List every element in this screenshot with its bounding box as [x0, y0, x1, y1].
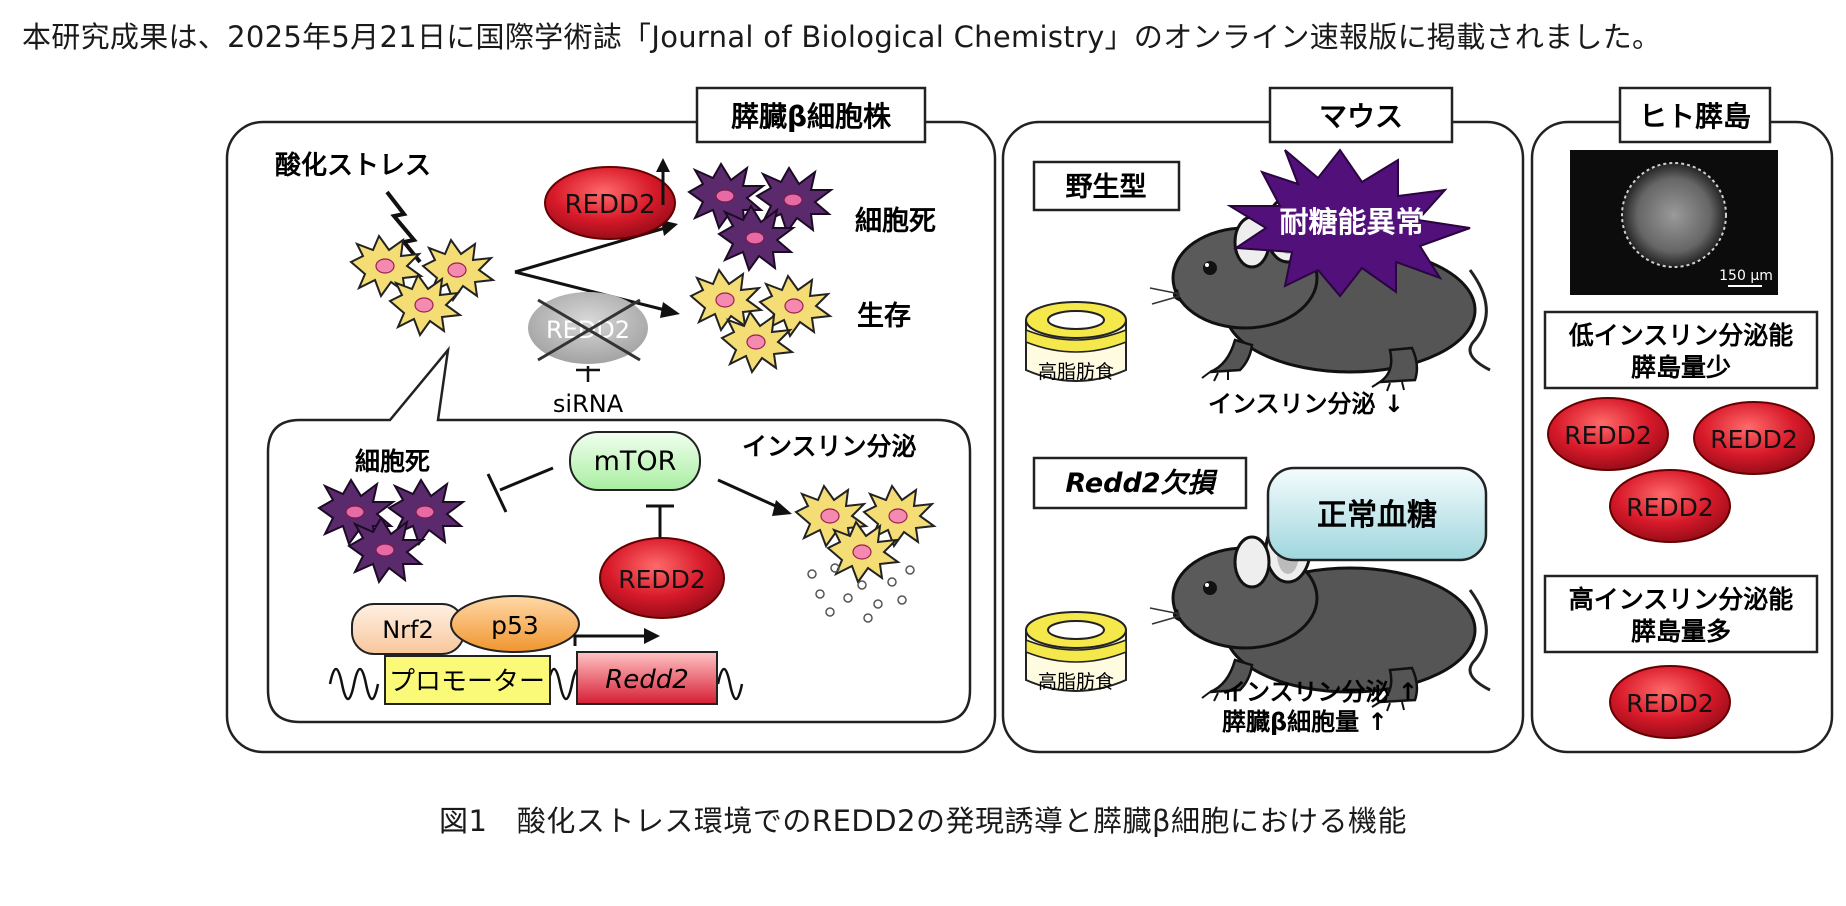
svg-text:REDD2: REDD2: [1626, 689, 1714, 718]
promoter-box: プロモーター: [384, 655, 551, 705]
svg-text:REDD2: REDD2: [564, 190, 655, 220]
low-secretion-line2: 膵島量少: [1631, 353, 1731, 382]
svg-text:プロモーター: プロモーター: [389, 667, 545, 697]
insulin-down-label: インスリン分泌 ↓: [1208, 390, 1404, 418]
lightning-icon: [385, 190, 422, 264]
panel-mouse: マウス 野生型 耐糖能異常 高脂肪食 インスリン分泌 ↓ Redd2欠損 正常血…: [1001, 86, 1525, 754]
high-secretion-line1: 高インスリン分泌能: [1569, 585, 1794, 614]
svg-text:p53: p53: [491, 611, 539, 640]
svg-text:正常血糖: 正常血糖: [1317, 498, 1437, 533]
insulin-secretion-label: インスリン分泌: [742, 432, 917, 461]
panel-title-human: ヒト膵島: [1639, 100, 1751, 133]
cell-death-label: 細胞死: [855, 206, 936, 237]
redd2-badge-high: REDD2: [1609, 665, 1731, 739]
wildtype-label: 野生型: [1066, 172, 1147, 203]
scale-bar-label: 150 μm: [1719, 268, 1773, 284]
svg-text:REDD2: REDD2: [618, 565, 706, 594]
svg-text:REDD2: REDD2: [1626, 493, 1714, 522]
svg-text:高脂肪食: 高脂肪食: [1038, 361, 1114, 383]
inset-cell-death-label: 細胞死: [355, 447, 430, 476]
beta-mass-up-label: 膵臓β細胞量 ↑: [1222, 708, 1388, 736]
islet-micrograph: 150 μm: [1570, 150, 1778, 295]
panel-title-cell-line: 膵臓β細胞株: [731, 100, 892, 133]
figure-caption: 図1 酸化ストレス環境でのREDD2の発現誘導と膵臓β細胞における機能: [438, 804, 1408, 838]
high-fat-diet-2: 高脂肪食: [1025, 611, 1127, 693]
mtor-node: mTOR: [569, 431, 701, 491]
nrf2-factor: Nrf2: [351, 603, 465, 655]
inset-redd2-badge: REDD2: [599, 537, 725, 619]
svg-text:耐糖能異常: 耐糖能異常: [1279, 205, 1424, 239]
survival-label: 生存: [857, 301, 911, 332]
p53-factor: p53: [450, 595, 580, 653]
oxidative-stress-label: 酸化ストレス: [275, 151, 431, 181]
redd2-badge-low-b: REDD2: [1693, 401, 1815, 475]
redd2-upregulated-badge: REDD2: [544, 166, 676, 240]
insulin-up-label: インスリン分泌 ↑: [1222, 678, 1418, 706]
panel-title-mouse: マウス: [1319, 100, 1403, 133]
panel-human-islet: ヒト膵島 150 μm 低インスリン分泌能 膵島量少 REDD2 REDD2 R…: [1530, 86, 1834, 754]
redd2-gene-box: Redd2: [576, 651, 718, 705]
sirna-label: siRNA: [553, 390, 624, 418]
arrow-up-icon: [656, 158, 670, 172]
svg-text:REDD2: REDD2: [1710, 425, 1798, 454]
lead-sentence: 本研究成果は、2025年5月21日に国際学術誌「Journal of Biolo…: [22, 20, 1662, 54]
redd2-badge-low-a: REDD2: [1547, 397, 1669, 471]
high-fat-diet-1: 高脂肪食: [1025, 301, 1127, 383]
low-secretion-line1: 低インスリン分泌能: [1568, 321, 1794, 350]
svg-text:Nrf2: Nrf2: [382, 616, 434, 644]
mechanism-inset: 細胞死 mTOR インスリン分泌: [266, 345, 972, 724]
redd2-badge-low-c: REDD2: [1609, 469, 1731, 543]
normal-glucose-box: 正常血糖: [1266, 466, 1488, 562]
redd2-knockdown-badge: REDD2: [528, 292, 648, 364]
insulin-granules: [807, 563, 915, 623]
svg-text:mTOR: mTOR: [594, 446, 677, 477]
svg-text:Redd2: Redd2: [605, 665, 689, 695]
high-secretion-line2: 膵島量多: [1631, 617, 1731, 646]
panel-beta-cell-line: 膵臓β細胞株 酸化ストレス REDD2 細胞死 REDD2: [225, 86, 997, 754]
svg-text:高脂肪食: 高脂肪食: [1038, 671, 1114, 693]
knockout-label: Redd2欠損: [1065, 468, 1218, 499]
svg-text:REDD2: REDD2: [1564, 421, 1652, 450]
glucose-intolerance-burst: 耐糖能異常: [1226, 148, 1471, 298]
